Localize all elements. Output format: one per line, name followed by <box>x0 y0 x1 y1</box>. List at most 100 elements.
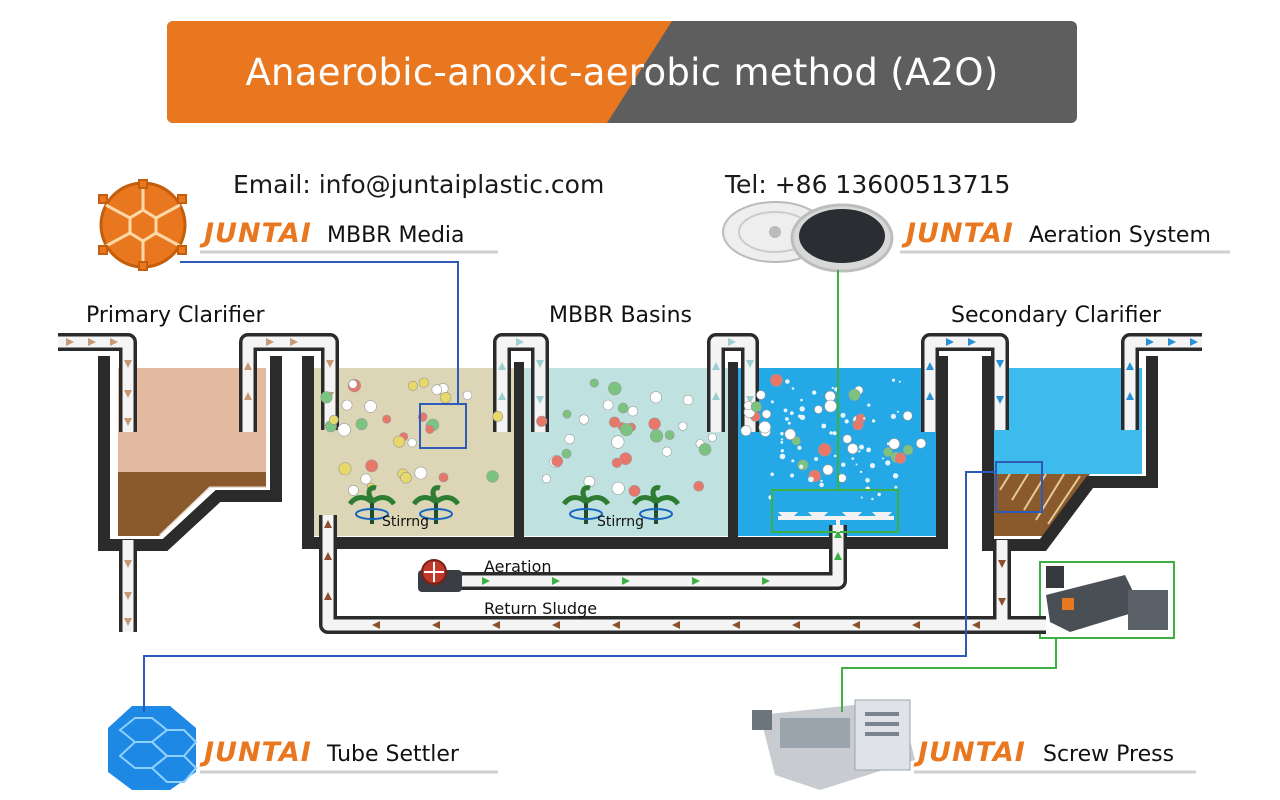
media-particle <box>678 421 688 431</box>
banner-background <box>167 21 1077 123</box>
air-bubble <box>829 431 833 435</box>
stirrer-icons <box>347 485 681 524</box>
air-bubble <box>891 378 896 382</box>
air-bubble <box>859 470 863 474</box>
stirring-label-anaerobic: Stirrng <box>382 514 430 530</box>
media-particle <box>328 414 339 425</box>
air-bubble <box>791 387 795 390</box>
air-bubble <box>780 432 784 436</box>
air-bubble <box>797 445 802 450</box>
air-bubble <box>800 398 803 402</box>
primary-clarifier-tank <box>98 356 282 551</box>
media-particle <box>608 381 622 396</box>
air-bubble <box>799 406 805 412</box>
media-particle <box>837 473 847 483</box>
contact-phone: Tel: +86 13600513715 <box>725 170 1011 199</box>
air-bubble <box>790 473 795 478</box>
media-particle <box>348 379 358 389</box>
media-particle <box>431 384 443 396</box>
stage-label-secondary-clarifier: Secondary Clarifier <box>951 303 1162 328</box>
media-particle <box>425 424 435 434</box>
air-bubble <box>871 497 874 501</box>
media-particle <box>814 405 823 414</box>
media-particle <box>661 446 672 457</box>
air-bubble <box>785 417 789 421</box>
title-banner: Anaerobic-anoxic-aerobic method (A2O) <box>167 21 1077 123</box>
media-particle <box>693 480 705 492</box>
air-bubble <box>814 457 819 461</box>
air-bubble <box>799 414 806 421</box>
contact-email: Email: info@juntaiplastic.com <box>233 170 605 199</box>
media-particle <box>756 390 766 400</box>
product-label-screw-press: Screw Press <box>1043 742 1175 767</box>
media-particle <box>492 410 504 422</box>
tube-settler-icon <box>108 706 198 790</box>
secondary-clarifier-tank <box>982 356 1158 551</box>
media-particle <box>824 399 837 413</box>
air-bubble <box>892 473 899 479</box>
page-title: Anaerobic-anoxic-aerobic method (A2O) <box>245 50 999 94</box>
screw-press-machine-icon <box>752 699 915 790</box>
media-particle <box>649 391 662 404</box>
air-bubble <box>851 457 855 460</box>
media-particle <box>770 373 783 387</box>
mbbr-media-ball-icon <box>98 179 187 271</box>
air-bubble <box>858 450 861 453</box>
media-particle <box>551 455 564 467</box>
media-particle <box>602 399 614 411</box>
brand-logo-mbbr: JUNTAI <box>204 218 312 249</box>
media-particle <box>347 484 359 496</box>
air-bubble <box>832 431 837 436</box>
product-label-tube-settler: Tube Settler <box>327 742 459 767</box>
air-bubble <box>783 408 788 413</box>
media-particle <box>562 409 572 419</box>
air-bubble <box>779 453 786 460</box>
air-bubble <box>859 444 864 450</box>
media-particle <box>400 471 412 484</box>
media-particle <box>750 401 762 413</box>
media-particle <box>341 399 353 411</box>
media-particle <box>758 421 771 434</box>
air-bubble <box>820 479 823 483</box>
media-particle <box>355 418 368 431</box>
air-bubble <box>799 464 804 469</box>
media-particle <box>628 484 641 497</box>
media-particle <box>902 410 913 421</box>
media-particle <box>564 434 575 445</box>
brand-logo-tube-settler: JUNTAI <box>204 737 312 768</box>
aeration-grid <box>771 489 899 533</box>
air-bubble <box>890 413 897 419</box>
media-particle <box>439 392 452 404</box>
media-particle <box>393 435 406 448</box>
media-particle <box>608 416 621 428</box>
media-particle <box>664 430 675 440</box>
air-bubble <box>898 380 901 383</box>
media-particle <box>320 391 333 404</box>
media-particle <box>627 406 639 417</box>
air-bubble <box>886 442 890 446</box>
flow-arrows <box>66 338 1198 629</box>
air-bubble <box>833 454 837 458</box>
air-bubble <box>860 496 863 499</box>
mbbr-media-particles <box>320 373 927 501</box>
air-bubble <box>881 457 884 460</box>
air-bubble <box>840 412 846 418</box>
air-bubble <box>866 447 871 453</box>
air-bubble <box>808 476 814 483</box>
media-particle <box>414 466 428 480</box>
air-bubble <box>791 459 795 463</box>
media-particle <box>649 429 664 443</box>
media-particle <box>915 438 927 449</box>
media-particle <box>708 433 717 442</box>
media-particle <box>337 423 351 437</box>
media-particle <box>848 388 861 401</box>
media-particle <box>486 470 499 483</box>
air-bubble <box>780 441 784 444</box>
media-particle <box>740 425 752 437</box>
media-particle <box>364 400 377 413</box>
air-bubble <box>885 460 891 466</box>
air-bubble <box>770 400 774 404</box>
product-label-mbbr-media: MBBR Media <box>327 223 465 248</box>
air-bubble <box>789 411 794 415</box>
